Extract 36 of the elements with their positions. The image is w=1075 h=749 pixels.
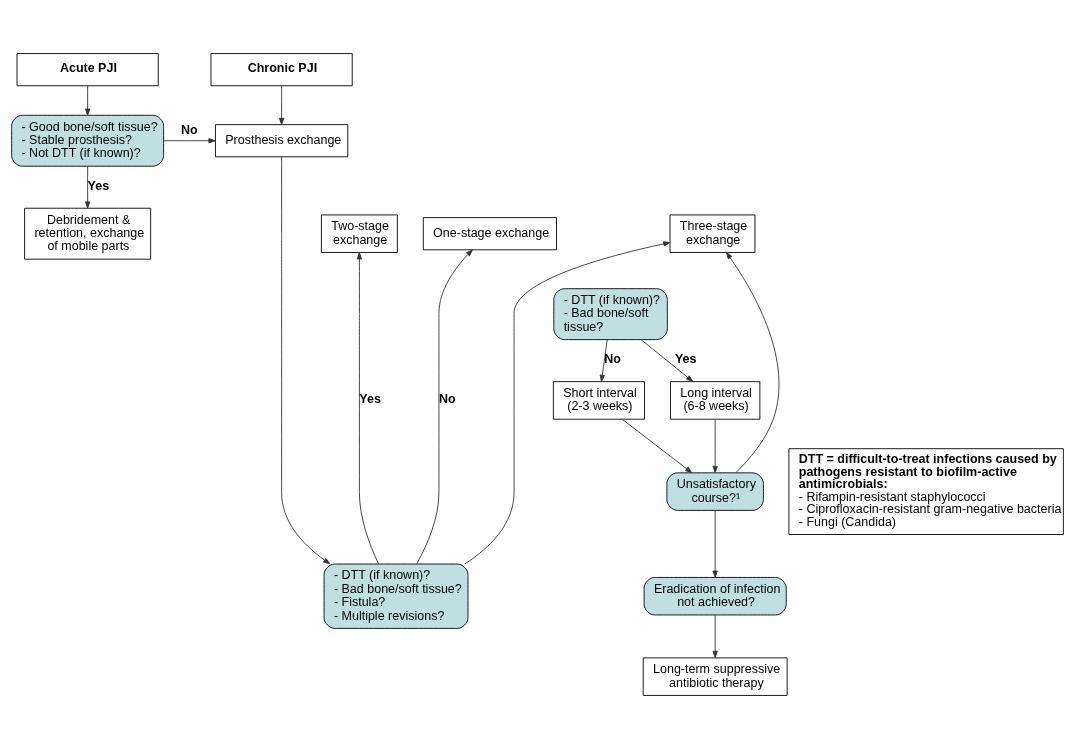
node-box: Two-stage exchange — [320, 214, 398, 253]
node-box: Prosthesis exchange — [215, 124, 349, 158]
edge-label: No — [604, 352, 621, 367]
arrow — [85, 165, 91, 209]
edge-label: Yes — [359, 391, 381, 406]
arrow — [640, 339, 694, 382]
arrow — [712, 509, 718, 578]
arrow — [278, 85, 285, 125]
node-box: Unsatisfactory course?¹ — [666, 472, 764, 511]
node-box: One-stage exchange — [422, 217, 557, 251]
edge-label: No — [181, 122, 198, 137]
arrow — [281, 156, 331, 565]
arrow — [712, 614, 718, 659]
node-box: Eradication of infection not achieved? — [643, 576, 787, 616]
node-box: Long-term suppressive antibiotic therapy — [642, 657, 788, 696]
node-box: - Good bone/soft tissue? - Stable prosthesis? - Not DTT (if known)? — [11, 114, 165, 167]
node-box: Three-stage exchange — [669, 214, 756, 253]
node-box: Short interval (2-3 weeks) — [552, 381, 645, 420]
arrow — [356, 252, 379, 565]
node-box: DTT = difficult-to-treat infections caused by pathogens resistant to biofilm-active antimicrobials: - Rifampin-resistant staphylococci - Ciprofloxacin-resistant gram-negative bacteria - Fungi (Candida) — [788, 448, 1064, 535]
node-box: Debridement & retention, exchange of mobile parts — [24, 207, 152, 260]
arrow — [712, 418, 718, 474]
node-box: Chronic PJI — [210, 53, 353, 87]
arrow — [85, 85, 91, 116]
edge-label: Yes — [87, 178, 110, 193]
arrow — [726, 252, 780, 474]
node-box: - DTT (if known)? - Bad bone/soft tissue? - Fistula? - Multiple revisions? — [323, 563, 469, 629]
edge-label: No — [438, 391, 456, 406]
node-box: Acute PJI — [16, 53, 159, 87]
arrow — [416, 249, 473, 565]
arrow — [599, 339, 608, 382]
arrow — [622, 418, 693, 474]
node-box: Long interval (6-8 weeks) — [670, 381, 761, 420]
arrow — [163, 138, 216, 144]
node-box: - DTT (if known)? - Bad bone/soft tissue? — [553, 288, 668, 341]
edge-label: Yes — [674, 352, 697, 367]
